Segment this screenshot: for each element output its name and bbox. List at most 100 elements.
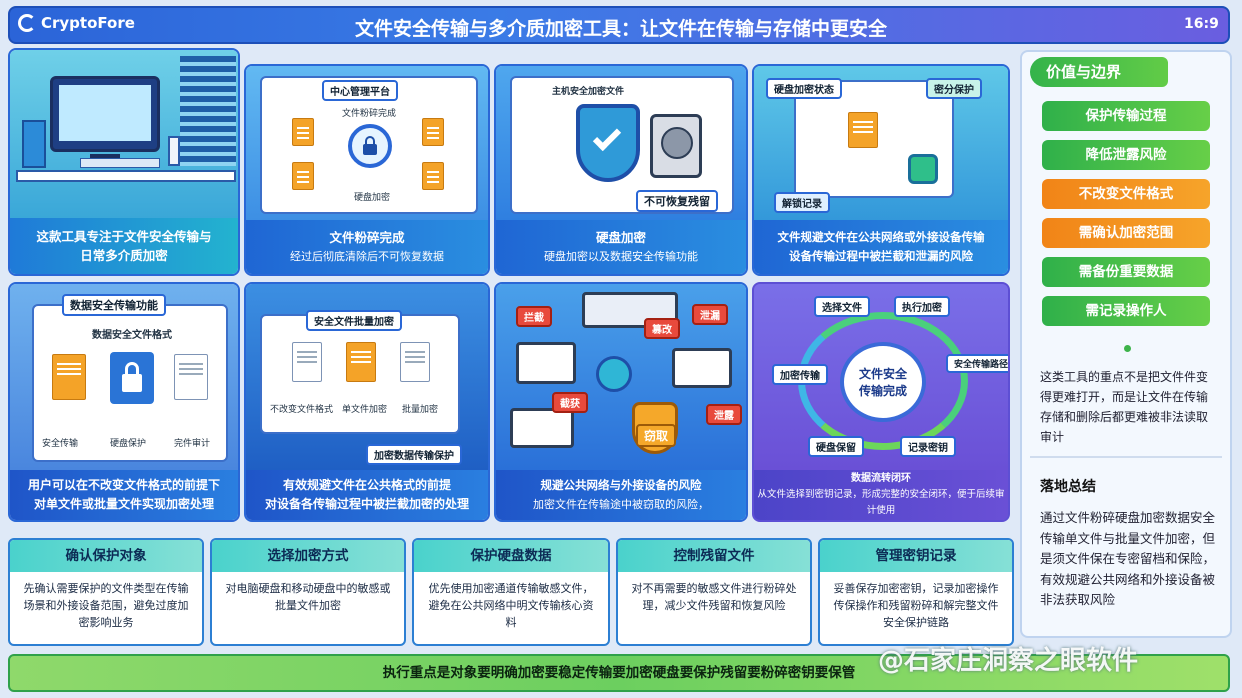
panel-network-risk: 拦截 泄漏 篡改 窃取 截获 泄露 规避公共网络与外接设备的风险 加密文件在传输… (494, 282, 748, 522)
risk-tag: 截获 (552, 392, 588, 413)
value-item: 保护传输过程 (1042, 101, 1210, 131)
feature-label: 不改变文件格式 (270, 405, 334, 415)
panel-caption-line: 有效规避文件在公共格式的前提 (282, 478, 451, 492)
watermark: @石家庄洞察之眼软件 (878, 646, 1139, 676)
device-icon (672, 348, 732, 388)
step-card-body: 优先使用加密通道传输敏感文件，避免在公共网络中明文传输核心资料 (428, 582, 594, 629)
panel-desk-computer: 这款工具专注于文件安全传输与 日常多介质加密 (8, 48, 240, 276)
logo-icon (18, 14, 36, 32)
feature-label: 安全传输 (42, 439, 79, 449)
lock-icon (348, 124, 392, 168)
shred-label: 文件粉碎完成 (342, 109, 397, 119)
platform-window: 中心管理平台 文件粉碎完成 硬盘加密 (260, 76, 478, 214)
batch-window: 不改变文件格式 单文件加密 批量加密 (260, 314, 460, 434)
step-card: 选择加密方式 对电脑硬盘和移动硬盘中的敏感或批量文件加密 (210, 538, 406, 646)
summary-text: 通过文件粉碎硬盘加密数据安全传输单文件与批量文件加密，但是须文件保在专密留档和保… (1040, 510, 1216, 607)
value-item: 降低泄露风险 (1042, 140, 1210, 170)
panel-caption-line: 这款工具专注于文件安全传输与 (36, 229, 212, 244)
network-node-icon (596, 356, 632, 392)
document-icon (400, 342, 430, 382)
document-icon (346, 342, 376, 382)
window-blinds (180, 56, 236, 166)
panel-caption-line: 数据流转闭环 (851, 473, 911, 484)
panel-caption-line: 加密文件在传输途中被窃取的风险， (533, 498, 709, 511)
cycle-center-line: 传输完成 (858, 384, 907, 398)
value-item: 需备份重要数据 (1042, 257, 1210, 287)
step-card-title: 选择加密方式 (212, 540, 404, 572)
panel-data-transfer: 数据安全文件格式 安全传输 硬盘保护 完件审计 数据安全传输功能 用户可以在不改… (8, 282, 240, 522)
cycle-step: 执行加密 (894, 296, 950, 317)
divider (1030, 456, 1222, 458)
cycle-center-line: 文件安全 (858, 367, 907, 381)
panel-management-platform: 中心管理平台 文件粉碎完成 硬盘加密 文件粉碎完成 经过后彻底清除后不可恢复数据 (244, 64, 490, 276)
step-card-title: 确认保护对象 (10, 540, 202, 572)
panel-batch-encryption: 不改变文件格式 单文件加密 批量加密 安全文件批量加密 加密数据传输保护 有效规… (244, 282, 490, 522)
shield-check-icon (576, 104, 640, 182)
pc-tower-icon (22, 120, 46, 168)
step-card-title: 管理密钥记录 (820, 540, 1012, 572)
panel-caption-line: 文件粉碎完成 (329, 230, 405, 245)
panel-workflow-cycle: 文件安全 传输完成 选择文件 执行加密 安全传输路径 记录密钥 硬盘保留 加密传… (752, 282, 1010, 522)
header-bar (8, 6, 1230, 44)
dot-icon (1124, 345, 1131, 352)
step-card-body: 对不再需要的敏感文件进行粉碎处理，减少文件残留和恢复风险 (631, 582, 797, 612)
medical-plus-icon (908, 154, 938, 184)
monitor-icon (50, 76, 160, 152)
network-illustration: 拦截 泄漏 篡改 窃取 截获 泄露 (496, 284, 746, 470)
document-icon (422, 162, 444, 190)
platform-title-tag: 中心管理平台 (322, 80, 398, 101)
cycle-center: 文件安全 传输完成 (840, 342, 926, 422)
risk-tag: 拦截 (516, 306, 552, 327)
summary-title: 落地总结 (1040, 479, 1096, 495)
panel-disk-encryption: 主机安全加密文件 不可恢复残留 硬盘加密 硬盘加密以及数据安全传输功能 (494, 64, 748, 276)
brand-logo: CryptoFore (18, 14, 135, 32)
disk-encrypt-label: 硬盘加密 (354, 193, 391, 203)
document-icon (52, 354, 86, 400)
transfer-window: 数据安全文件格式 安全传输 硬盘保护 完件审计 (32, 304, 228, 462)
hard-drive-icon (650, 114, 702, 178)
aspect-ratio-label: 16:9 (1184, 16, 1219, 32)
bottom-summary-bar: 执行重点是对象要明确加密要稳定传输要加密硬盘要保护残留要粉碎密钥要保管 (8, 654, 1230, 692)
keyboard-icon (80, 158, 160, 168)
panel-caption-line: 设备传输过程中被拦截和泄漏的风险 (789, 249, 973, 263)
panel-caption-line: 对设备各传输过程中被拦截加密的处理 (264, 497, 469, 511)
feature-label: 批量加密 (402, 405, 439, 415)
protection-badge: 加密数据传输保护 (366, 444, 462, 465)
disk-status-tag: 硬盘加密状态 (766, 78, 842, 99)
values-title: 价值与边界 (1030, 57, 1168, 87)
panel-caption-line: 从文件选择到密钥记录，形成完整的安全闭环，便于后续审计使用 (757, 489, 1005, 516)
document-icon (292, 342, 322, 382)
no-residue-badge: 不可恢复残留 (636, 190, 718, 212)
step-card-title: 保护硬盘数据 (414, 540, 608, 572)
panel-caption-line: 用户可以在不改变文件格式的前提下 (27, 478, 220, 492)
cycle-step: 加密传输 (772, 364, 828, 385)
step-card-body: 先确认需要保护的文件类型在传输场景和外接设备范围，避免过度加密影响业务 (23, 582, 189, 629)
document-icon (848, 112, 878, 148)
step-card: 管理密钥记录 妥善保存加密密钥，记录加密操作传保操作和残留粉碎和解完整文件安全保… (818, 538, 1014, 646)
value-item: 需确认加密范围 (1042, 218, 1210, 248)
step-card-body: 对电脑硬盘和移动硬盘中的敏感或批量文件加密 (225, 582, 391, 612)
batch-title-tag: 安全文件批量加密 (306, 310, 402, 331)
cycle-illustration: 文件安全 传输完成 选择文件 执行加密 安全传输路径 记录密钥 硬盘保留 加密传… (754, 284, 1008, 470)
protection-tag: 密分保护 (926, 78, 982, 99)
platform-illustration: 中心管理平台 文件粉碎完成 硬盘加密 (246, 66, 488, 220)
window-title: 主机安全加密文件 (552, 87, 625, 97)
value-item: 不改变文件格式 (1042, 179, 1210, 209)
status-window (794, 80, 954, 198)
document-icon (174, 354, 208, 400)
panel-caption-line: 文件规避文件在公共网络或外接设备传输 (777, 230, 985, 244)
cycle-step: 硬盘保留 (808, 436, 864, 457)
status-illustration: 硬盘加密状态 密分保护 解锁记录 (754, 66, 1008, 220)
cycle-step: 安全传输路径 (946, 354, 1008, 373)
transfer-title-tag: 数据安全传输功能 (62, 294, 166, 316)
disk-illustration: 主机安全加密文件 不可恢复残留 (496, 66, 746, 220)
risk-tag: 泄漏 (692, 304, 728, 325)
value-item: 需记录操作人 (1042, 296, 1210, 326)
monitor-icon (516, 342, 576, 384)
transfer-illustration: 数据安全文件格式 安全传输 硬盘保护 完件审计 数据安全传输功能 (10, 284, 238, 470)
feature-label: 硬盘保护 (110, 439, 147, 449)
step-card: 确认保护对象 先确认需要保护的文件类型在传输场景和外接设备范围，避免过度加密影响… (8, 538, 204, 646)
step-card: 保护硬盘数据 优先使用加密通道传输敏感文件，避免在公共网络中明文传输核心资料 (412, 538, 610, 646)
document-icon (292, 118, 314, 146)
panel-caption-line: 硬盘加密 (595, 230, 646, 245)
